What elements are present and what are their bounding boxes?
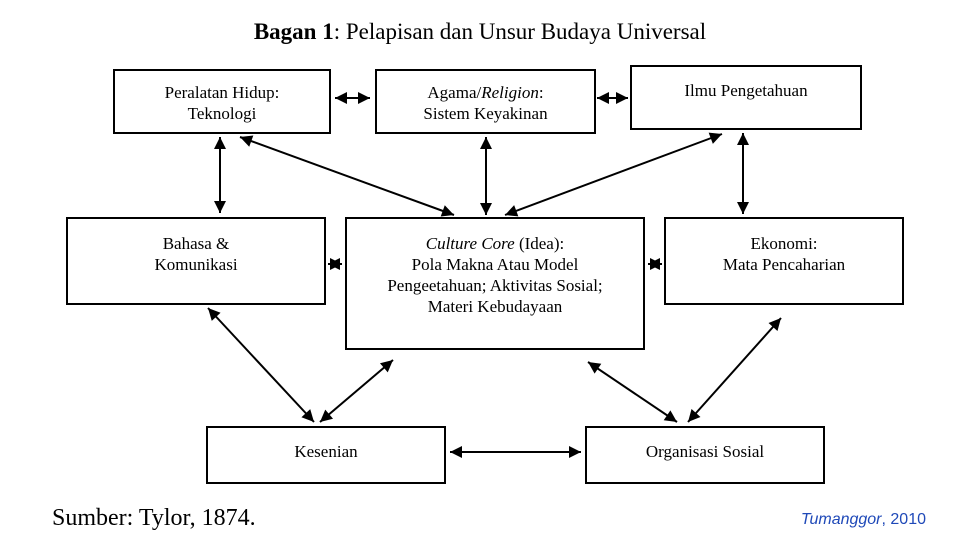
arrowhead-ekonomi-culture_core-start <box>650 258 662 270</box>
arrowhead-ilmu-ekonomi-start <box>737 133 749 145</box>
arrowhead-bahasa-culture_core-start <box>328 258 340 270</box>
node-organisasi-line1: Organisasi Sosial <box>645 442 765 461</box>
arrowhead-peralatan-agama-end <box>358 92 370 104</box>
node-agama-line1: Agama/Religion: <box>377 82 594 103</box>
diagram-title: Bagan 1: Pelapisan dan Unsur Budaya Univ… <box>0 18 960 46</box>
node-ekonomi-line2: Mata Pencaharian <box>722 255 846 274</box>
arrowhead-culture_core-kesenian-end <box>320 409 334 422</box>
node-peralatan-teknologi: Peralatan Hidup: Teknologi <box>113 69 331 134</box>
node-bahasa-line2: Komunikasi <box>154 255 238 274</box>
node-ilmu-line1: Ilmu Pengetahuan <box>684 81 808 100</box>
node-bahasa-line1: Bahasa & <box>162 234 230 253</box>
credit-author: Tumanggor <box>800 511 882 528</box>
arrowhead-peralatan-agama-start <box>335 92 347 104</box>
title-label: Bagan 1 <box>253 19 334 44</box>
arrowhead-agama-ilmu-end <box>616 92 628 104</box>
node-agama-religion: Agama/Religion: Sistem Keyakinan <box>375 69 596 134</box>
node-ekonomi-line1: Ekonomi: <box>750 234 818 253</box>
node-kesenian: Kesenian <box>206 426 446 484</box>
connector-culture_core-organisasi <box>587 361 678 423</box>
node-core-culture-core: Culture Core <box>425 234 515 253</box>
node-core-idea: (Idea): <box>514 234 565 253</box>
node-agama-line2: Sistem Keyakinan <box>423 104 548 123</box>
node-agama-agama: Agama/ <box>427 83 482 102</box>
connector-ekonomi-organisasi <box>687 317 782 423</box>
arrowhead-peralatan-culture_core-end <box>440 205 454 217</box>
node-organisasi-sosial: Organisasi Sosial <box>585 426 825 484</box>
node-core-line3: Pengeetahuan; Aktivitas Sosial; <box>387 276 603 295</box>
title-text: Pelapisan dan Unsur Budaya Universal <box>345 19 707 44</box>
node-peralatan-line1: Peralatan Hidup: <box>164 83 280 102</box>
connector-ilmu-culture_core <box>504 133 723 216</box>
source-note: Sumber: Tylor, 1874. <box>52 505 256 531</box>
arrowhead-ekonomi-organisasi-end <box>688 409 701 422</box>
connector-bahasa-kesenian <box>207 307 315 423</box>
node-core-line4: Materi Kebudayaan <box>427 297 563 316</box>
arrowhead-peralatan-bahasa-start <box>214 137 226 149</box>
node-agama-religion-word: Religion <box>481 83 539 102</box>
arrowhead-ilmu-culture_core-end <box>505 205 519 217</box>
arrowhead-bahasa-kesenian-start <box>208 308 221 321</box>
arrowhead-bahasa-kesenian-end <box>301 409 314 422</box>
arrowhead-peralatan-bahasa-end <box>214 201 226 213</box>
credit-note: Tumanggor, 2010 <box>801 510 926 530</box>
arrowhead-culture_core-organisasi-start <box>588 362 602 374</box>
connector-peralatan-culture_core <box>239 136 455 216</box>
node-ilmu-pengetahuan: Ilmu Pengetahuan <box>630 65 862 130</box>
node-peralatan-line2: Teknologi <box>187 104 257 123</box>
node-core-line2: Pola Makna Atau Model <box>411 255 579 274</box>
arrowhead-kesenian-organisasi-start <box>450 446 462 458</box>
arrowhead-agama-culture_core-start <box>480 137 492 149</box>
arrowhead-kesenian-organisasi-end <box>569 446 581 458</box>
arrowhead-ilmu-culture_core-start <box>708 132 722 144</box>
arrowhead-culture_core-kesenian-start <box>379 360 393 373</box>
node-bahasa-komunikasi: Bahasa & Komunikasi <box>66 217 326 305</box>
node-culture-core: Culture Core (Idea): Pola Makna Atau Mod… <box>345 217 645 350</box>
arrowhead-agama-culture_core-end <box>480 203 492 215</box>
arrowhead-ekonomi-organisasi-start <box>768 318 781 331</box>
arrowhead-peralatan-culture_core-start <box>240 135 254 147</box>
arrowhead-agama-ilmu-start <box>597 92 609 104</box>
arrowhead-culture_core-organisasi-end <box>663 410 677 422</box>
node-agama-colon: : <box>538 83 544 102</box>
connector-culture_core-kesenian <box>319 359 394 423</box>
arrowhead-ilmu-ekonomi-end <box>737 202 749 214</box>
credit-year: , 2010 <box>881 511 926 528</box>
title-separator: : <box>333 19 341 44</box>
node-ekonomi: Ekonomi: Mata Pencaharian <box>664 217 904 305</box>
node-kesenian-line1: Kesenian <box>294 442 358 461</box>
node-core-line1: Culture Core (Idea): <box>347 233 643 254</box>
